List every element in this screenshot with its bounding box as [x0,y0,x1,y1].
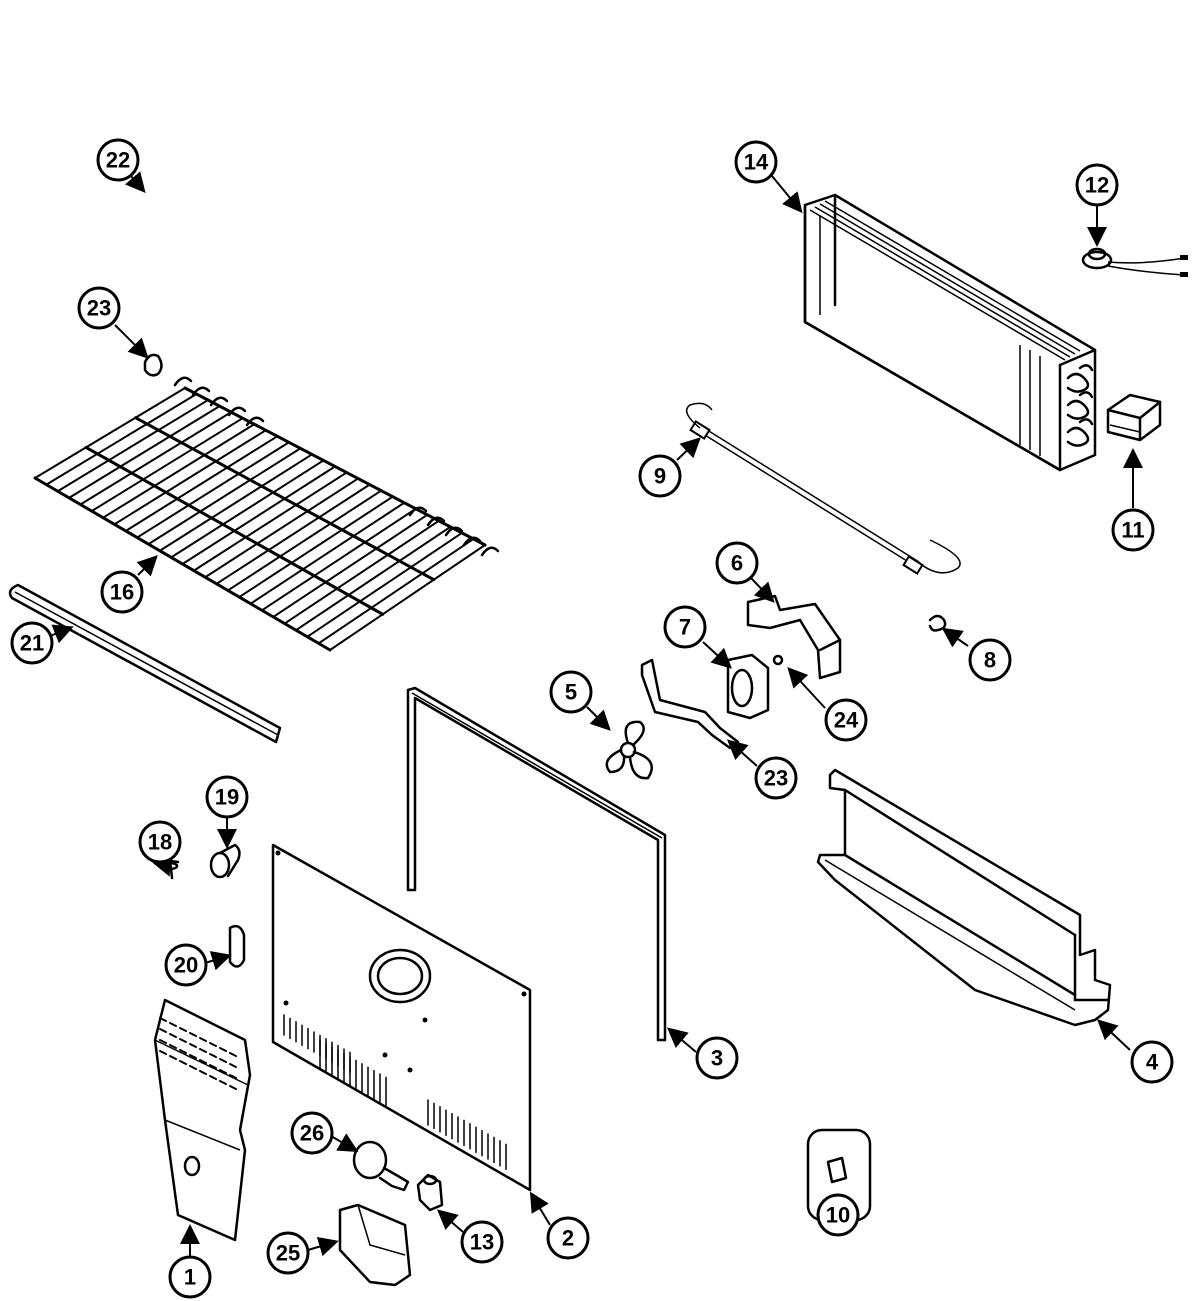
callout-4: 4 [1130,1040,1174,1084]
callout-20: 21 [10,621,54,665]
callout-21: 22 [96,138,140,182]
callout-6-text: 6 [731,551,743,576]
light-cover-part-25 [338,1203,412,1287]
callout-25-text: 25 [276,1241,300,1266]
fan-blade-part-5 [605,720,653,780]
terminal-block-part-11 [1106,393,1162,442]
callout-22-text: 23 [87,296,111,321]
callout-12-text: 12 [1085,173,1109,198]
callout-24: 24 [824,698,868,742]
callout-14: 14 [734,140,778,184]
clip-part-8 [928,614,947,632]
callout-16: 16 [100,570,144,614]
heater-rod-part-9 [685,402,961,575]
callout-2-text: 2 [562,1226,574,1251]
callout-26: 26 [290,1111,334,1155]
callout-1-text: 1 [184,1265,196,1290]
callout-7: 7 [663,605,707,649]
callout-7-text: 7 [679,615,691,640]
callout-6: 6 [715,541,759,585]
liner-trim-part-3 [406,686,667,1042]
callout-13: 13 [460,1220,504,1264]
thermostat-part-12 [1081,247,1188,277]
callout-labels: 22 23 14 12 11 9 6 8 7 24 5 23 16 21 19 … [10,138,1174,1299]
mounting-bracket-part-23 [640,658,740,750]
callout-17-text: 18 [148,830,172,855]
bulb-part-26 [352,1140,410,1192]
callout-11-text: 11 [1121,518,1144,543]
callout-8-text: 8 [984,648,996,673]
callout-8: 8 [968,638,1012,682]
callout-17: 18 [138,820,182,864]
shelf-clip-part-22 [143,353,163,377]
drain-trough-part-4 [816,768,1112,1027]
callout-5-text: 5 [565,680,577,705]
callout-23-text: 23 [764,766,788,791]
evaporator-part-14 [803,193,1097,472]
callout-22: 23 [77,286,121,330]
callout-4-text: 4 [1146,1050,1159,1075]
callout-9-text: 9 [654,464,666,489]
callout-20-text: 21 [20,631,44,656]
callout-1: 1 [168,1255,212,1299]
callout-19: 20 [164,943,208,987]
callout-16-text: 16 [110,580,134,605]
bracket-part-6 [746,594,842,680]
fan-motor-part-7 [726,653,770,720]
callout-13-text: 13 [470,1230,494,1255]
callout-18-text: 19 [215,785,239,810]
callout-19-text: 20 [174,953,198,978]
callout-10-text: 10 [826,1203,850,1228]
callout-24-text: 24 [834,708,859,733]
callout-11: 11 [1111,508,1155,552]
knob-part-18 [209,843,241,879]
callout-26-text: 26 [300,1121,324,1146]
washer-part-24 [772,654,784,666]
callout-3-text: 3 [711,1046,723,1071]
trim-strip-part-20 [8,583,282,744]
callout-21-text: 22 [106,148,130,173]
back-panel-part-2 [271,843,532,1192]
callout-2: 2 [546,1216,590,1260]
wire-shelf-part-16 [33,376,500,652]
callout-18: 19 [205,775,249,819]
callout-3: 3 [695,1036,739,1080]
callout-10: 10 [816,1193,860,1237]
socket-part-13 [416,1173,444,1212]
callout-9: 9 [638,454,682,498]
callout-14-text: 14 [744,150,769,175]
callout-12: 12 [1075,163,1119,207]
light-housing-part-1 [153,998,252,1242]
callout-25: 25 [266,1231,310,1275]
lens-part-19 [228,924,246,968]
leader-lines [49,171,1143,1258]
callout-23: 23 [754,756,798,800]
callout-5: 5 [549,670,593,714]
